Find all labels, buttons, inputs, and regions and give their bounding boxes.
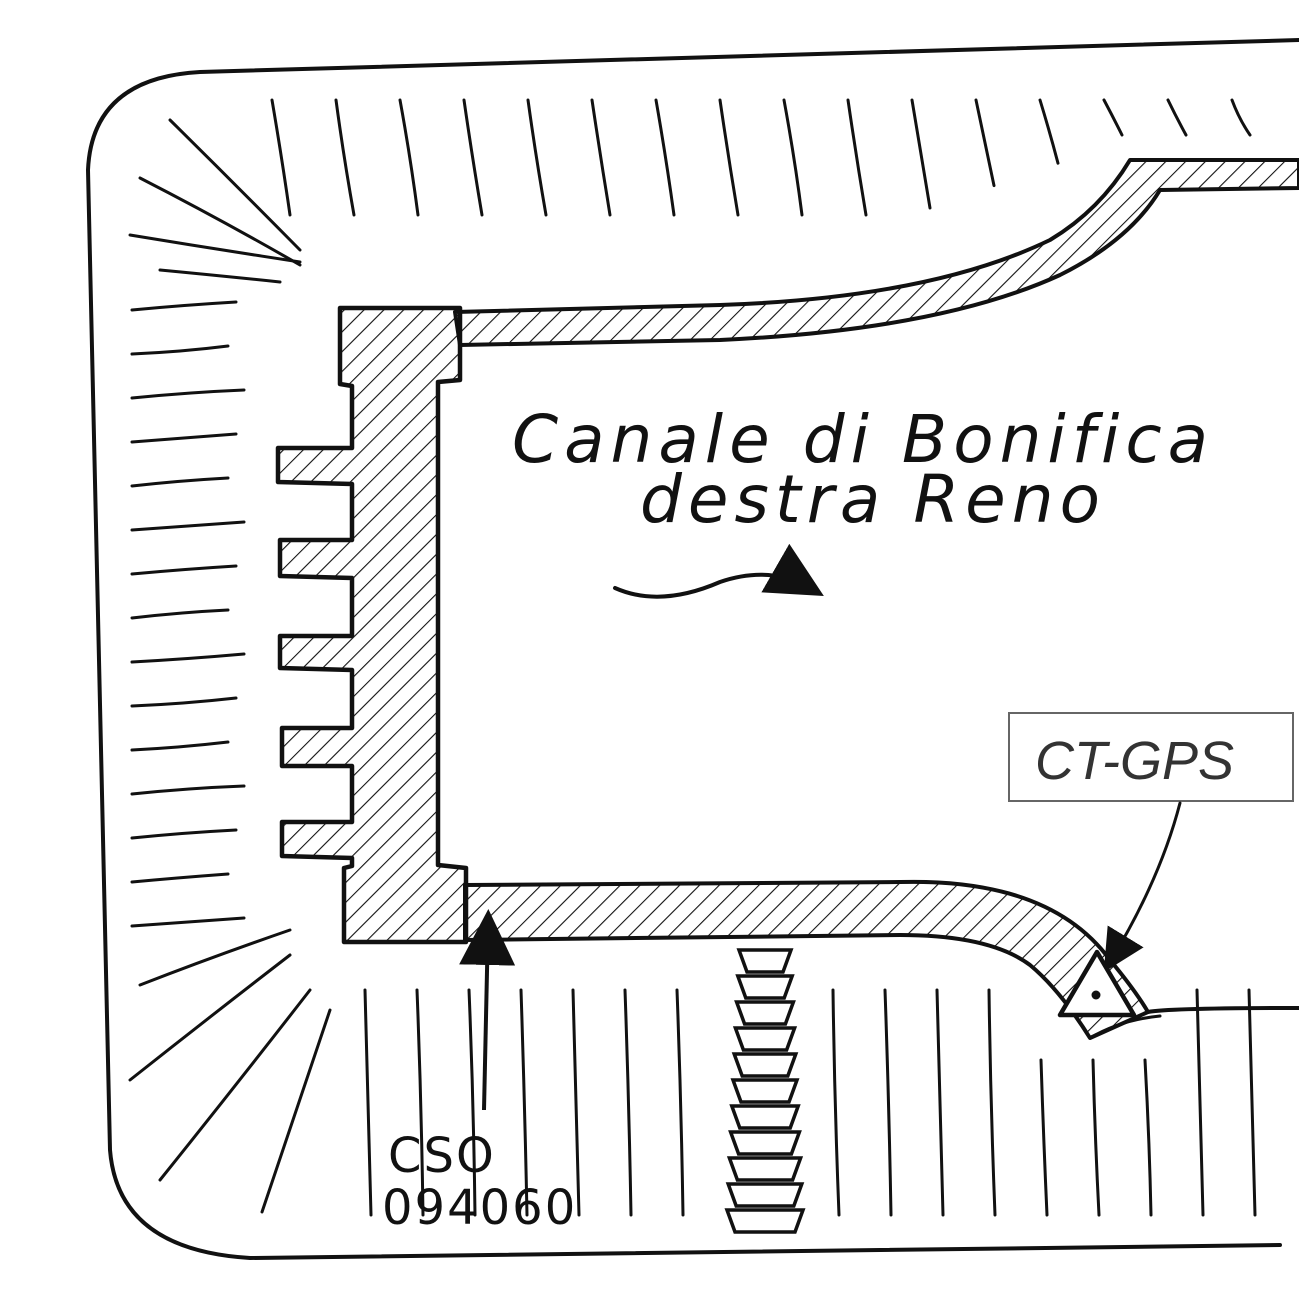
slope-tick [140, 178, 300, 265]
slope-tick [132, 610, 228, 618]
outflow-step [733, 1080, 797, 1102]
flow-arrow [615, 575, 810, 597]
outflow-channel [727, 950, 803, 1232]
slope-tick [989, 990, 995, 1215]
slope-tick [130, 235, 300, 262]
slope-tick [592, 100, 610, 215]
slope-tick [132, 302, 236, 310]
slope-tick [132, 874, 228, 882]
slope-tick [1093, 1060, 1099, 1215]
station-pointer-arrow [1110, 803, 1180, 962]
slope-tick [784, 100, 802, 215]
slope-tick [1040, 100, 1058, 163]
slope-tick [1168, 100, 1186, 135]
slope-tick [677, 990, 683, 1215]
outflow-step [735, 1028, 794, 1050]
slope-tick [160, 990, 310, 1180]
outflow-step [728, 1184, 802, 1206]
outflow-step [739, 950, 791, 972]
slope-tick [336, 100, 354, 215]
slope-tick [132, 654, 244, 662]
outflow-step [732, 1106, 798, 1128]
slope-tick [132, 478, 228, 486]
outflow-step [731, 1132, 800, 1154]
outflow-step [729, 1158, 800, 1180]
canal-bank-lower [465, 882, 1148, 1038]
outflow-step [734, 1054, 796, 1076]
slope-tick [272, 100, 290, 215]
station-label: CT-GPS [1035, 731, 1234, 791]
slope-tick [170, 120, 300, 250]
slope-tick [132, 434, 236, 442]
slope-tick [140, 930, 290, 985]
outflow-step [738, 976, 792, 998]
outflow-step [737, 1002, 794, 1024]
slope-tick [912, 100, 930, 208]
slope-tick [132, 390, 244, 398]
slope-tick [976, 100, 994, 186]
slope-tick [132, 346, 228, 354]
slope-tick [937, 990, 943, 1215]
weir-structure [278, 308, 466, 942]
slope-tick [365, 990, 371, 1215]
slope-tick [1145, 1060, 1151, 1215]
slope-tick [132, 566, 236, 574]
slope-ticks-left [132, 302, 244, 926]
slope-tick [400, 100, 418, 215]
slope-tick [848, 100, 866, 215]
downstream-bank-edge [1148, 1008, 1299, 1012]
slope-tick [1104, 100, 1122, 135]
slope-tick [528, 100, 546, 215]
slope-tick [885, 990, 891, 1215]
slope-tick [132, 918, 244, 926]
slope-tick [130, 955, 290, 1080]
slope-tick [720, 100, 738, 215]
canal-bank-upper [455, 160, 1299, 345]
slope-tick [833, 990, 839, 1215]
slope-tick [656, 100, 674, 215]
slope-tick [132, 830, 236, 838]
outflow-step [727, 1210, 803, 1232]
slope-tick [132, 742, 228, 750]
slope-tick [1249, 990, 1255, 1215]
cso-label-line1: CSO [388, 1128, 496, 1184]
canal-label-line2: destra Reno [640, 461, 1106, 538]
slope-tick [464, 100, 482, 215]
slope-tick [132, 698, 236, 706]
slope-tick [132, 786, 244, 794]
slope-tick [1197, 990, 1203, 1215]
station-label-box: CT-GPS [1009, 713, 1293, 801]
slope-tick [1232, 100, 1250, 135]
slope-tick [1041, 1060, 1047, 1215]
cso-pointer-arrow [484, 925, 488, 1110]
slope-tick [160, 270, 280, 282]
cso-label-line2: 094060 [382, 1180, 577, 1236]
slope-tick [625, 990, 631, 1215]
slope-tick [132, 522, 244, 530]
